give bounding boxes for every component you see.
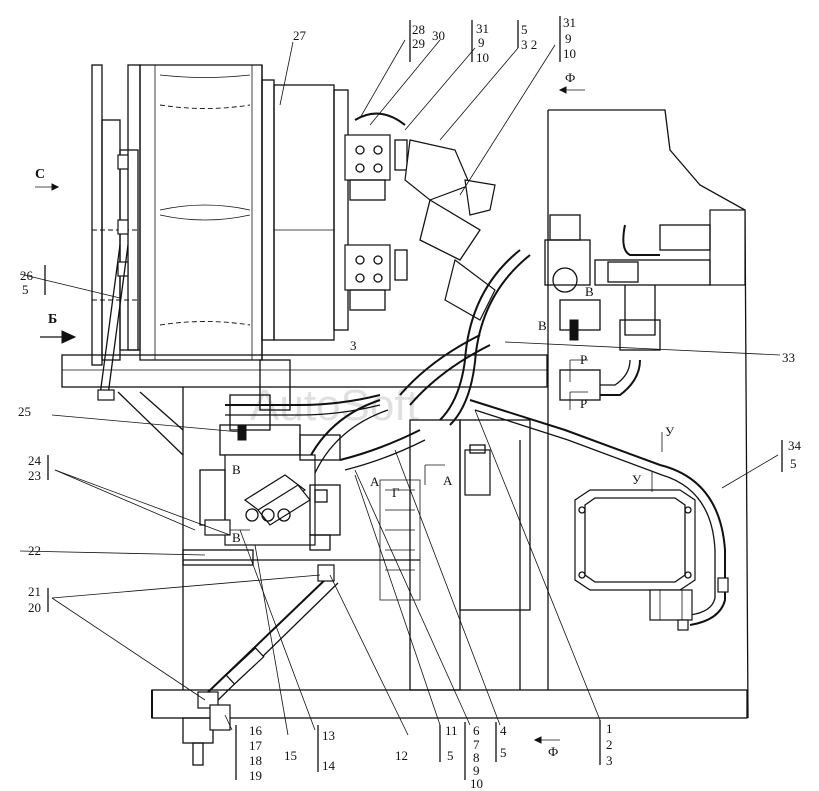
view-u1: У (665, 424, 675, 439)
label-3-inline: 3 (350, 338, 357, 353)
label-23: 23 (28, 468, 41, 483)
label-34: 34 (788, 438, 802, 453)
label-1: 1 (606, 721, 613, 736)
view-c: C (35, 167, 45, 182)
view-a: A (443, 473, 453, 488)
view-r2: Р (580, 396, 587, 411)
valve-blocks (344, 112, 496, 321)
view-f-top: Ф (565, 70, 575, 85)
right-pipework (544, 209, 746, 401)
label-30: 30 (432, 28, 445, 43)
label-5-11: 5 (447, 748, 454, 763)
label-9c: 9 (473, 763, 480, 778)
label-28: 28 (412, 22, 425, 37)
leader-lines (19, 39, 781, 736)
label-18: 18 (249, 753, 262, 768)
label-19: 19 (249, 768, 262, 783)
label-8: 8 (473, 750, 480, 765)
label-10c: 10 (470, 776, 483, 791)
view-v3: В (232, 462, 241, 477)
label-17: 17 (249, 738, 263, 753)
label-5-top: 5 (521, 22, 528, 37)
view-v2: В (538, 318, 547, 333)
label-10a: 10 (476, 50, 489, 65)
view-v1: В (585, 284, 594, 299)
view-a2: A (370, 474, 380, 489)
view-v4: В (232, 530, 241, 545)
view-f-bottom: Ф (548, 744, 558, 759)
label-27: 27 (293, 28, 307, 43)
label-24: 24 (28, 453, 42, 468)
hydraulic-valve-bank (199, 359, 491, 551)
label-10b: 10 (563, 46, 576, 61)
label-32: 3 2 (521, 37, 537, 52)
label-2: 2 (606, 737, 613, 752)
label-16: 16 (249, 723, 263, 738)
label-29: 29 (412, 36, 425, 51)
label-14: 14 (322, 758, 336, 773)
label-5-left: 5 (22, 282, 29, 297)
label-4: 4 (500, 723, 507, 738)
view-g: Г (392, 485, 400, 500)
label-33: 33 (782, 350, 795, 365)
view-marks: C Б Ф Ф A A В В В В Р Р У У Г (35, 70, 675, 759)
frame-structure (61, 109, 749, 766)
callout-labels: 27 28 29 30 31 9 10 5 3 2 31 9 10 26 5 2… (18, 15, 802, 791)
label-26: 26 (20, 268, 34, 283)
callout-bars (44, 16, 783, 780)
view-u2: У (632, 472, 642, 487)
electrical-box (574, 489, 729, 631)
hoses (225, 249, 726, 626)
label-13: 13 (322, 728, 335, 743)
label-5-4: 5 (500, 745, 507, 760)
label-25: 25 (18, 404, 31, 419)
label-5-34: 5 (790, 456, 797, 471)
label-11: 11 (445, 723, 458, 738)
label-9a: 9 (478, 35, 485, 50)
view-b: Б (48, 312, 57, 327)
label-12: 12 (395, 748, 408, 763)
label-7: 7 (473, 737, 480, 752)
label-21: 21 (28, 584, 41, 599)
section-arrows (35, 86, 663, 744)
label-15: 15 (284, 748, 297, 763)
winch-drum (91, 64, 349, 366)
label-3: 3 (606, 753, 613, 768)
label-31b: 31 (563, 15, 576, 30)
label-31a: 31 (476, 21, 489, 36)
label-9b: 9 (565, 31, 572, 46)
view-r1: Р (580, 352, 587, 367)
label-6: 6 (473, 723, 480, 738)
label-22: 22 (28, 543, 41, 558)
linkage-rods (97, 244, 339, 731)
label-20: 20 (28, 600, 41, 615)
